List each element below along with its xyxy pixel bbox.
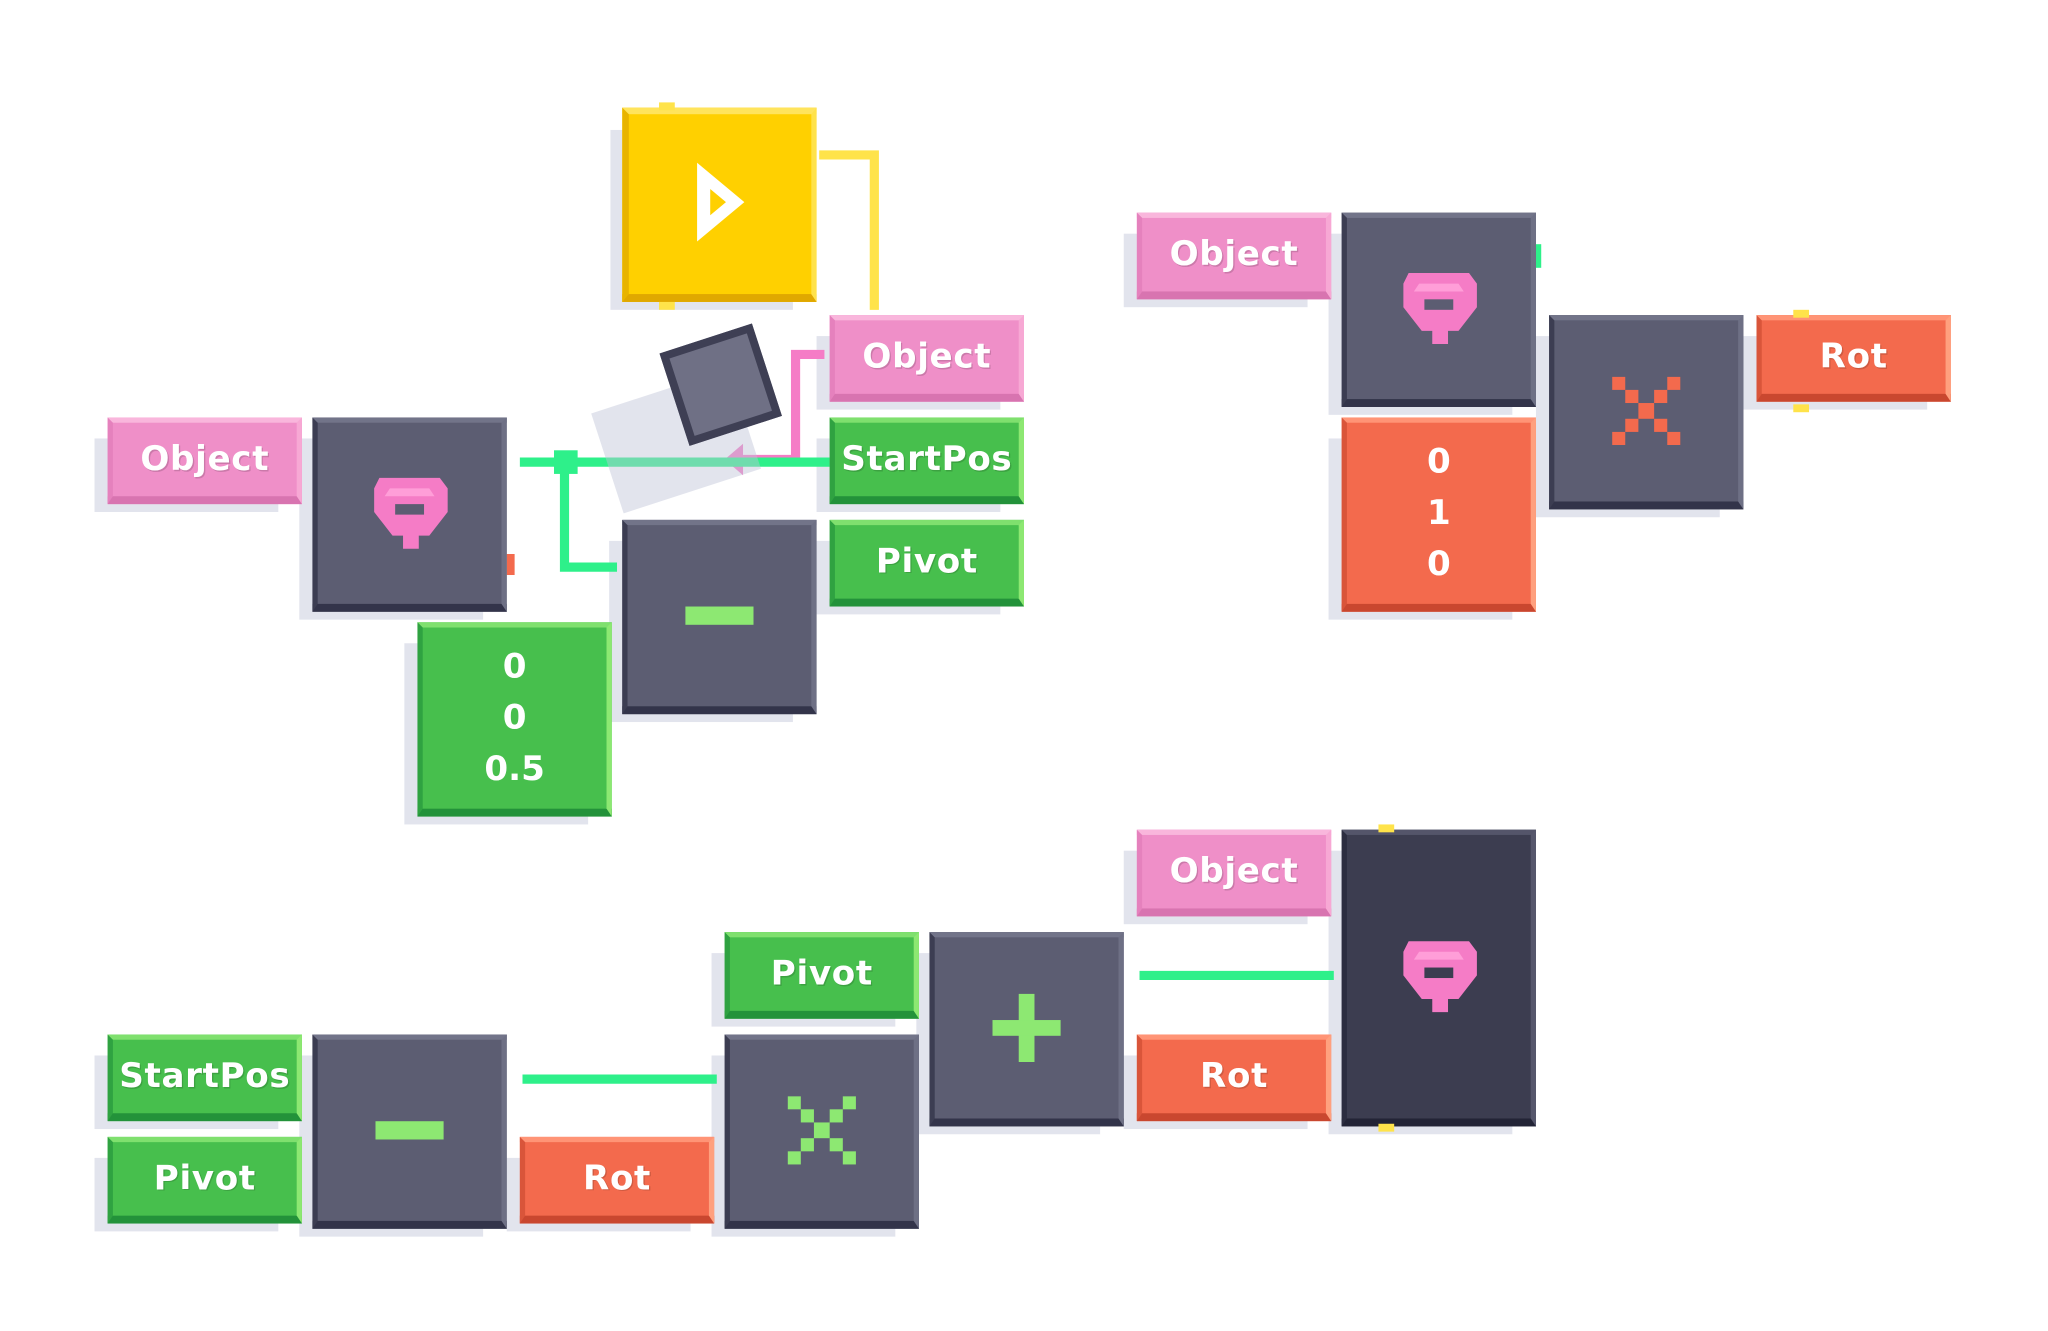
add-node[interactable] — [929, 932, 1123, 1126]
object-label[interactable]: Object — [1137, 830, 1331, 917]
vector-constant[interactable]: 0 0 0.5 — [417, 622, 611, 816]
rot-label[interactable]: Rot — [1757, 315, 1951, 402]
rot-label[interactable]: Rot — [520, 1137, 714, 1224]
wire-junction — [554, 450, 578, 474]
trigger-wire — [819, 155, 874, 310]
pivot-label[interactable]: Pivot — [830, 520, 1024, 607]
position-pin-icon — [364, 467, 456, 559]
play-icon — [691, 160, 749, 249]
position-pin-icon — [1393, 931, 1485, 1023]
object-label[interactable]: Object — [108, 417, 302, 504]
multiply-node[interactable] — [1549, 315, 1743, 509]
object-label[interactable]: Object — [1137, 213, 1331, 300]
plus-icon — [992, 994, 1060, 1062]
object-label[interactable]: Object — [830, 315, 1024, 402]
startpos-label[interactable]: StartPos — [108, 1034, 302, 1121]
minus-icon — [375, 1121, 443, 1139]
start-trigger-node[interactable] — [622, 108, 816, 302]
subtract-node[interactable] — [312, 1034, 506, 1228]
rot-label[interactable]: Rot — [1137, 1034, 1331, 1121]
get-position-node[interactable] — [312, 417, 506, 611]
multiply-icon — [1612, 377, 1680, 445]
multiply-node[interactable] — [725, 1034, 919, 1228]
vector-constant[interactable]: 0 1 0 — [1342, 417, 1536, 611]
pivot-label[interactable]: Pivot — [108, 1137, 302, 1224]
multiply-icon — [788, 1096, 856, 1164]
subtract-node[interactable] — [622, 520, 816, 714]
get-position-node[interactable] — [1342, 213, 1536, 407]
startpos-label[interactable]: StartPos — [830, 417, 1024, 504]
position-branch-wire — [565, 462, 618, 567]
minus-icon — [685, 607, 753, 625]
position-pin-icon — [1393, 263, 1485, 355]
pivot-label[interactable]: Pivot — [725, 932, 919, 1019]
set-position-node[interactable] — [1342, 830, 1536, 1127]
